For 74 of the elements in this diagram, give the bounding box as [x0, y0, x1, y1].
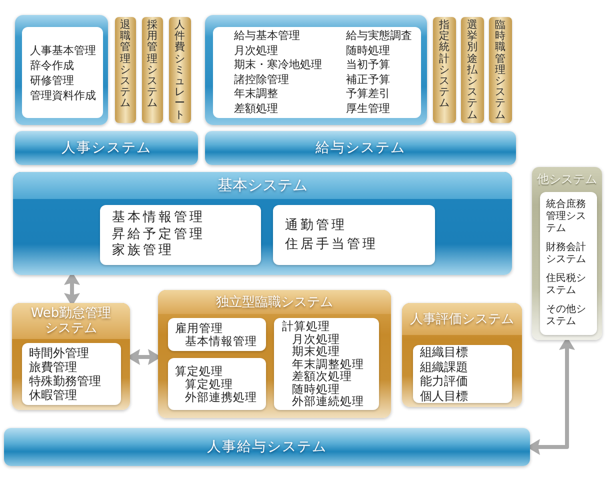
list-item: 差額次処理	[292, 370, 352, 383]
system-bar: 人事システム	[15, 131, 198, 165]
list-item: 随時処理	[346, 44, 390, 58]
list-item: 期末処理	[292, 345, 340, 358]
list-item: 特殊勤務管理	[29, 374, 101, 388]
subsystem-tab: 人件費シミュレート	[169, 17, 191, 123]
list-item: 辞令作成	[30, 58, 74, 72]
subsystem-tab: 臨時職管理システム	[489, 17, 512, 123]
list-item: 年末調整	[234, 87, 278, 102]
list-item: 当初予算	[346, 58, 390, 72]
module-panel	[15, 15, 108, 125]
list-item: 給与基本管理	[234, 29, 300, 44]
panel-heading: 基本システム	[13, 172, 512, 199]
list-item: 時間外管理	[29, 346, 89, 360]
list-item: 基本情報管理	[112, 210, 205, 227]
list-card	[168, 318, 266, 351]
list-item: 住居手当管理	[285, 236, 378, 254]
list-card	[22, 343, 121, 405]
system-panel	[402, 303, 522, 407]
list-item: 旅費管理	[29, 360, 77, 374]
list-item: 随時処理	[292, 382, 340, 396]
list-item: 組織目標	[420, 345, 468, 360]
system-panel	[13, 172, 512, 275]
list-item: 給与実態調査	[346, 29, 412, 44]
list-heading: 雇用管理	[175, 322, 223, 334]
list-item: 年末調整処理	[292, 358, 364, 370]
list-card	[168, 358, 266, 410]
panel-heading: 独立型臨職システム	[158, 290, 391, 314]
list-item: 月次処理	[234, 44, 278, 58]
module-panel	[205, 15, 427, 125]
list-item: 昇給予定管理	[112, 226, 205, 243]
list-item: 能力評価	[420, 374, 468, 388]
list-heading: 算定処理	[175, 364, 223, 378]
list-card	[100, 205, 261, 265]
list-item: 研修管理	[30, 72, 74, 88]
system-panel	[532, 167, 602, 340]
system-panel	[158, 290, 391, 418]
list-item: 補正予算	[346, 72, 390, 87]
subsystem-tab: 指定統計システム	[433, 17, 456, 123]
system-bar: 給与システム	[205, 131, 516, 165]
list-card	[273, 205, 435, 265]
system-panel	[12, 303, 130, 410]
list-item: 月次処理	[292, 332, 340, 346]
list-item: その他システム	[546, 304, 587, 328]
list-card	[413, 345, 512, 403]
list-item: 予算差引	[346, 87, 390, 102]
list-item: 算定処理	[185, 378, 233, 390]
list-item: 差額処理	[234, 102, 278, 116]
system-bar: 人事給与システム	[4, 428, 530, 466]
list-item: 外部連携処理	[185, 390, 257, 404]
panel-heading: 人事評価システム	[402, 303, 522, 335]
list-item: 管理資料作成	[30, 88, 96, 102]
list-item: 諸控除管理	[234, 72, 289, 87]
list-item: 人事基本管理	[30, 42, 96, 58]
list-item: 通勤管理	[285, 217, 347, 235]
subsystem-tab: 選挙別途払システム	[461, 17, 484, 123]
list-item: 住民税システム	[546, 273, 587, 297]
list-item: 組織課題	[420, 360, 468, 374]
list-item: 厚生管理	[346, 102, 390, 116]
list-item: 外部連続処理	[292, 395, 364, 408]
subsystem-tab: 退職管理システム	[115, 17, 136, 123]
list-item: 基本情報管理	[185, 334, 257, 348]
list-item: 家族管理	[112, 243, 174, 260]
subsystem-tab: 採用管理システム	[142, 17, 163, 123]
list-item: 財務会計システム	[546, 242, 587, 266]
list-item: 期末・寒冷地処理	[234, 58, 322, 72]
list-item: 統合庶務管理システム	[546, 199, 587, 235]
list-card	[274, 318, 379, 410]
list-item: 個人目標	[420, 388, 468, 403]
panel-heading: 他システム	[536, 170, 598, 188]
list-item: 休暇管理	[29, 388, 77, 402]
list-heading: 計算処理	[282, 320, 330, 333]
panel-heading: Web勤怠管理システム	[12, 303, 130, 339]
list-card	[540, 192, 597, 335]
